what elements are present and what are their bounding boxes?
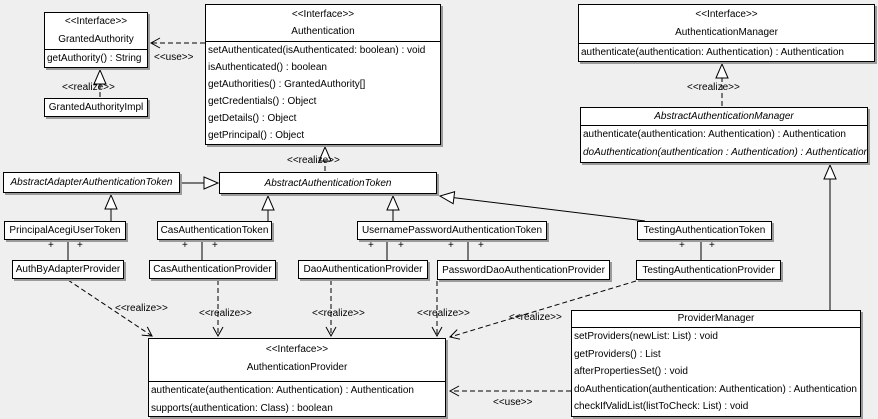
association-end-label: +: [368, 240, 374, 251]
association-end-label: +: [398, 240, 404, 251]
realize-stereotype-label: <<realize>>: [199, 308, 252, 319]
class-name: TestingAuthenticationProvider: [642, 264, 775, 276]
association-end-label: +: [182, 240, 188, 251]
association-end-label: +: [48, 240, 54, 251]
class-authentication[interactable]: <<Interface>> Authentication setAuthenti…: [205, 4, 441, 145]
realize-stereotype-label: <<realize>>: [687, 82, 740, 93]
stereotype-label: <<Interface>>: [64, 16, 128, 27]
method: setProviders(newList: List) : void: [574, 331, 718, 342]
method: afterPropertiesSet() : void: [574, 366, 688, 378]
association-end-label: +: [679, 240, 685, 251]
class-granted-authority-impl[interactable]: GrantedAuthorityImpl: [44, 98, 148, 117]
realize-stereotype-label: <<realize>>: [312, 308, 365, 319]
class-principal-acegi-user-token[interactable]: PrincipalAcegiUserToken: [4, 221, 126, 240]
method: doAuthentication(authentication : Authen…: [583, 147, 867, 158]
class-name: PrincipalAcegiUserToken: [9, 225, 121, 236]
class-name: GrantedAuthority: [58, 34, 134, 45]
stereotype-label: <<Interface>>: [291, 9, 355, 20]
class-name: Authentication: [291, 26, 355, 37]
class-username-password-authentication-token[interactable]: UsernamePasswordAuthenticationToken: [357, 221, 547, 240]
realize-stereotype-label: <<realize>>: [115, 303, 168, 314]
class-testing-authentication-token[interactable]: TestingAuthenticationToken: [637, 221, 772, 240]
class-authentication-provider[interactable]: <<Interface>> AuthenticationProvider aut…: [148, 338, 446, 417]
method: authenticate(authentication: Authenticat…: [151, 385, 414, 396]
method: getDetails() : Object: [208, 113, 297, 125]
method: getAuthority() : String: [47, 53, 142, 64]
method: getProviders() : List: [574, 348, 661, 360]
association-end-label: +: [212, 240, 218, 251]
method: checkIfValidList(listToCheck: List) : vo…: [574, 401, 749, 413]
class-abstract-authentication-token[interactable]: AbstractAuthenticationToken: [219, 172, 437, 194]
association-end-label: +: [478, 240, 484, 251]
stereotype-label: <<Interface>>: [695, 9, 758, 20]
association-end-label: +: [77, 240, 83, 251]
class-name: ProviderManager: [677, 313, 755, 324]
class-name: PasswordDaoAuthenticationProvider: [442, 264, 605, 276]
class-name: CasAuthenticationToken: [160, 225, 269, 236]
class-abstract-adapter-authentication-token[interactable]: AbstractAdapterAuthenticationToken: [3, 172, 180, 193]
class-provider-manager[interactable]: ProviderManager setProviders(newList: Li…: [571, 310, 861, 417]
class-name: AbstractAuthenticationManager: [654, 111, 794, 122]
method: getPrincipal() : Object: [208, 130, 305, 142]
realize-stereotype-label: <<realize>>: [62, 82, 115, 93]
class-auth-by-adapter-provider[interactable]: AuthByAdapterProvider: [12, 260, 124, 279]
class-password-dao-authentication-provider[interactable]: PasswordDaoAuthenticationProvider: [437, 260, 610, 280]
class-granted-authority[interactable]: <<Interface>> GrantedAuthority getAuthor…: [44, 12, 148, 68]
association-end-label: +: [448, 240, 454, 251]
use-stereotype-label: <<use>>: [493, 397, 533, 408]
class-name: GrantedAuthorityImpl: [48, 102, 144, 113]
class-name: AbstractAuthenticationToken: [264, 177, 392, 189]
method: supports(authentication: Class) : boolea…: [151, 403, 333, 414]
generalization-testing-token[interactable]: [438, 191, 646, 222]
class-name: AuthenticationProvider: [246, 362, 348, 373]
class-abstract-authentication-manager[interactable]: AbstractAuthenticationManager authentica…: [580, 107, 868, 163]
class-authentication-manager[interactable]: <<Interface>> AuthenticationManager auth…: [578, 4, 875, 62]
method: setAuthenticated(isAuthenticated: boolea…: [208, 45, 426, 56]
realize-stereotype-label: <<realize>>: [509, 312, 562, 323]
class-cas-authentication-provider[interactable]: CasAuthenticationProvider: [149, 260, 276, 279]
use-stereotype-label: <<use>>: [154, 52, 194, 63]
method: doAuthentication(authentication: Authent…: [574, 383, 857, 395]
class-name: DaoAuthenticationProvider: [303, 264, 423, 275]
class-name: CasAuthenticationProvider: [153, 264, 272, 275]
method: authenticate(authentication: Authenticat…: [581, 47, 844, 58]
class-name: AbstractAdapterAuthenticationToken: [10, 177, 173, 188]
method: getAuthorities() : GrantedAuthority[]: [208, 79, 366, 91]
method: authenticate(authentication: Authenticat…: [583, 129, 846, 140]
method: getCredentials() : Object: [208, 96, 317, 108]
class-name: AuthByAdapterProvider: [15, 264, 121, 275]
class-dao-authentication-provider[interactable]: DaoAuthenticationProvider: [298, 260, 428, 279]
class-name: TestingAuthenticationToken: [643, 225, 766, 236]
association-end-label: +: [709, 240, 715, 251]
class-cas-authentication-token[interactable]: CasAuthenticationToken: [157, 221, 272, 240]
method: isAuthenticated() : boolean: [208, 62, 327, 74]
realize-stereotype-label: <<realize>>: [287, 155, 340, 166]
class-testing-authentication-provider[interactable]: TestingAuthenticationProvider: [636, 260, 781, 280]
realize-stereotype-label: <<realize>>: [417, 308, 470, 319]
class-name: UsernamePasswordAuthenticationToken: [361, 225, 543, 236]
stereotype-label: <<Interface>>: [265, 344, 329, 355]
class-name: AuthenticationManager: [675, 27, 778, 38]
